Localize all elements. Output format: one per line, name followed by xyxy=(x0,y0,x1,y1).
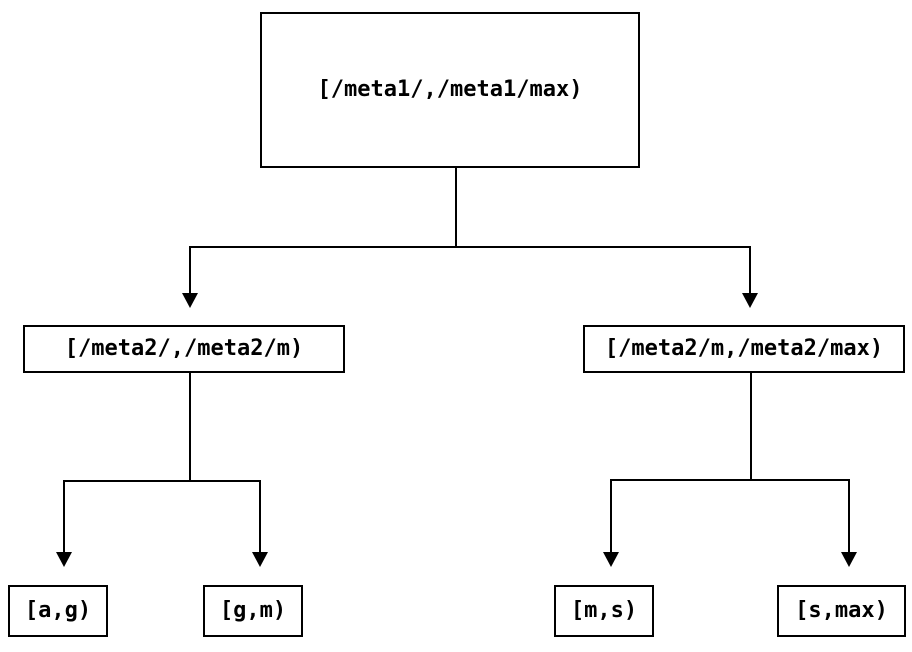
arrowhead-down-icon xyxy=(182,293,198,308)
tree-leaf-smax: [s,max) xyxy=(777,585,906,637)
tree-node-label: [/meta2/m,/meta2/max) xyxy=(604,336,884,361)
tree-leaf-gm: [g,m) xyxy=(203,585,303,637)
tree-node-left-child: [/meta2/,/meta2/m) xyxy=(23,325,345,373)
edge-root-to-left-line xyxy=(189,168,457,294)
edge-right-to-ms-line xyxy=(610,373,752,553)
tree-node-label: [s,max) xyxy=(795,598,888,623)
tree-node-root: [/meta1/,/meta1/max) xyxy=(260,12,640,168)
tree-node-label: [a,g) xyxy=(24,598,92,623)
edge-left-to-ag-line xyxy=(63,373,191,553)
edge-right-to-smax-line xyxy=(751,479,850,553)
arrowhead-down-icon xyxy=(252,552,268,567)
tree-node-label: [g,m) xyxy=(219,598,287,623)
tree-node-right-child: [/meta2/m,/meta2/max) xyxy=(583,325,905,373)
arrowhead-down-icon xyxy=(56,552,72,567)
edge-root-to-right-line xyxy=(456,246,751,294)
arrowhead-down-icon xyxy=(742,293,758,308)
arrowhead-down-icon xyxy=(603,552,619,567)
tree-leaf-ag: [a,g) xyxy=(8,585,108,637)
tree-node-label: [/meta2/,/meta2/m) xyxy=(64,336,304,361)
arrowhead-down-icon xyxy=(841,552,857,567)
tree-node-label: [/meta1/,/meta1/max) xyxy=(317,77,583,102)
edge-left-to-gm-line xyxy=(190,480,261,553)
tree-leaf-ms: [m,s) xyxy=(554,585,654,637)
tree-node-label: [m,s) xyxy=(570,598,638,623)
